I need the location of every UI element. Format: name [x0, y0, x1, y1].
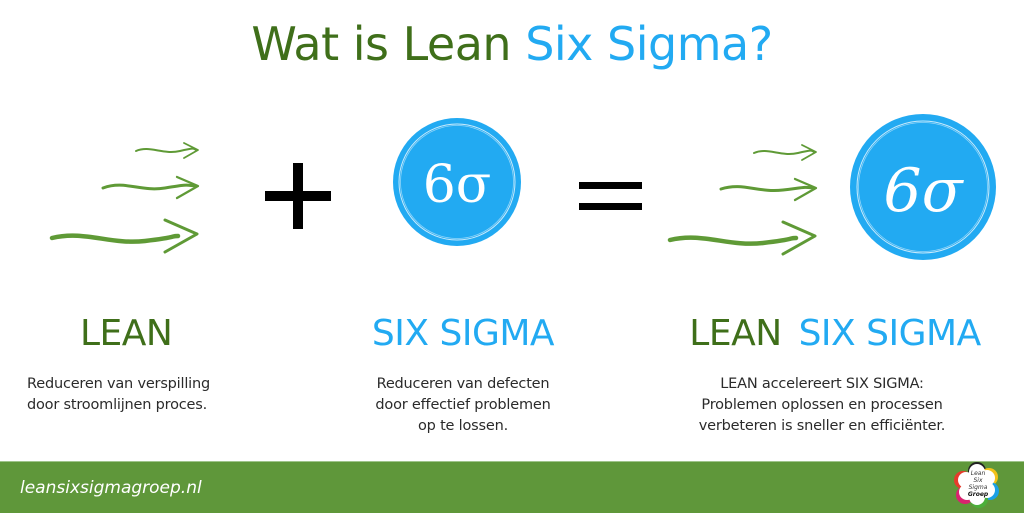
- lean-six-sigma-description: LEAN accelereert SIX SIGMA: Problemen op…: [698, 376, 946, 434]
- title-lean: Wat is Lean: [251, 17, 526, 71]
- lean-description: Reduceren van verspilling door stroomlij…: [27, 376, 210, 413]
- lean-heading: LEAN: [80, 313, 173, 354]
- svg-text:Sigma: Sigma: [969, 484, 988, 491]
- equals-operator-icon: [579, 182, 642, 210]
- page-title: Wat is Lean Six Sigma?: [0, 14, 1024, 74]
- plus-operator-icon: [265, 163, 331, 229]
- svg-text:6σ: 6σ: [883, 156, 964, 226]
- flow-arrows-icon: [49, 142, 200, 254]
- title-six-sigma: Six Sigma?: [525, 17, 773, 71]
- six-sigma-description: Reduceren van defecten door effectief pr…: [375, 376, 551, 434]
- lean-six-sigma-heading: LEAN SIX SIGMA: [689, 313, 981, 354]
- svg-text:Six: Six: [973, 477, 982, 484]
- svg-text:6σ: 6σ: [423, 155, 492, 215]
- website-link[interactable]: leansixsigmagroep.nl: [20, 478, 202, 498]
- svg-text:Lean: Lean: [971, 470, 986, 477]
- lean-six-sigma-groep-logo: Lean Six Sigma Groep: [954, 462, 999, 508]
- six-sigma-heading: SIX SIGMA: [371, 313, 555, 354]
- flow-arrows-icon: [667, 144, 818, 256]
- svg-text:Groep: Groep: [968, 491, 989, 498]
- six-sigma-badge-icon: 6σ: [850, 114, 996, 260]
- six-sigma-badge-icon: 6σ: [393, 118, 521, 246]
- footer-bar: [0, 461, 1024, 513]
